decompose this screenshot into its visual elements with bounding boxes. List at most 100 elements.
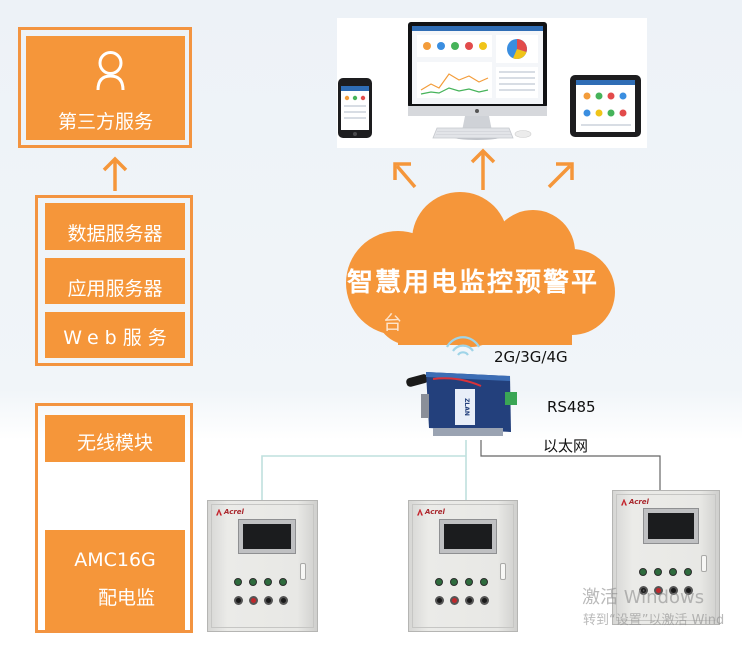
indicator-lights <box>435 578 488 586</box>
keyboard-body <box>432 127 514 139</box>
acrel-logo: Acrel <box>621 497 649 507</box>
user-icon <box>96 51 125 91</box>
phone-home-button <box>353 132 357 136</box>
cabinet-door <box>616 494 716 621</box>
network-type-label: 2G/3G/4G <box>494 348 568 366</box>
control-knobs <box>435 596 489 605</box>
acrel-logo-mark-icon <box>621 498 627 506</box>
acrel-logo: Acrel <box>216 507 244 517</box>
gateway-top-stripe <box>426 372 510 381</box>
dashboard-table-row <box>499 71 535 73</box>
dashboard-pie-slice <box>517 39 527 52</box>
platform-title-wrap: 台 <box>383 312 403 334</box>
phone-screen <box>341 86 369 130</box>
hmi-screen-bezel <box>439 519 497 554</box>
amc16g-box <box>45 530 185 630</box>
control-knobs <box>234 596 288 605</box>
phone-tile <box>352 95 358 101</box>
dashboard-stat <box>479 42 487 50</box>
acrel-logo: Acrel <box>417 507 445 517</box>
control-knob <box>669 586 678 595</box>
control-knobs <box>639 586 693 595</box>
dashboard-table-row <box>499 89 535 91</box>
cloud-body <box>398 258 572 345</box>
tablet-tile <box>619 92 627 100</box>
phone-list-row <box>344 105 366 107</box>
desktop-monitor-icon <box>408 22 547 140</box>
amc16g-name-label: 配电监 <box>98 587 156 609</box>
link-to-cabinet-1 <box>261 455 466 500</box>
hmi-screen-bezel <box>643 508 699 544</box>
dashboard-line-series <box>420 73 489 91</box>
hmi-screen-bezel <box>238 519 296 554</box>
indicator-lights <box>639 568 692 576</box>
ethernet-link-to-cabinet-3 <box>480 440 661 492</box>
tablet-header-bar <box>576 80 635 85</box>
indicator-light <box>654 568 662 576</box>
tablet-tile <box>607 109 615 117</box>
wireless-gateway: ZLAN <box>406 372 517 436</box>
arrow-head <box>470 148 496 164</box>
gateway-antenna <box>406 374 429 387</box>
wifi-signal-icon <box>446 336 480 356</box>
tablet-icon <box>570 75 641 137</box>
acrel-logo-text: Acrel <box>224 508 244 516</box>
ethernet-label: 以太网 <box>543 437 589 455</box>
application-server-box: 应用服务器 <box>45 258 185 304</box>
indicator-light <box>435 578 443 586</box>
arrow-shaft <box>547 164 572 189</box>
arrow-to-smartphone <box>393 162 417 189</box>
hmi-screen <box>648 513 694 539</box>
dashboard-stat <box>451 42 459 50</box>
phone-header-bar <box>341 86 369 91</box>
distribution-cabinet-3: Acrel <box>612 490 720 625</box>
dashboard-pie-slice <box>513 49 527 60</box>
gateway-brand-label: ZLAN <box>463 398 470 416</box>
acrel-logo-text: Acrel <box>629 498 649 506</box>
acrel-logo-mark-icon <box>216 508 222 516</box>
control-knob <box>279 596 288 605</box>
gateway-label-plate <box>455 389 475 425</box>
door-handle <box>701 555 707 572</box>
terminal-devices-drawing <box>338 22 641 140</box>
hmi-screen <box>444 524 492 549</box>
cabinet-door <box>211 504 314 628</box>
tablet-tile <box>595 109 603 117</box>
door-handle <box>500 563 506 580</box>
distribution-cabinet-2: Acrel <box>408 500 518 632</box>
control-knob <box>234 596 243 605</box>
distribution-cabinet-1: Acrel <box>207 500 318 632</box>
phone-list-row <box>344 111 366 113</box>
arrow-to-third-party <box>102 156 128 191</box>
rs485-label: RS485 <box>547 398 596 416</box>
arrow-to-tablet <box>547 162 574 189</box>
phone-tile <box>360 95 366 101</box>
dashboard-header <box>412 26 543 31</box>
door-handle <box>300 563 306 580</box>
user-icon-head <box>98 51 123 75</box>
dashboard-line-series <box>420 87 489 95</box>
third-party-frame <box>18 27 192 148</box>
control-knob <box>639 586 648 595</box>
user-icon-shoulders <box>96 74 125 91</box>
smartphone-icon <box>338 78 372 138</box>
platform-title: 智慧用电监控预警平 <box>347 268 600 298</box>
mouse-icon <box>514 130 532 138</box>
control-knob <box>249 596 258 605</box>
third-party-label: 第三方服务 <box>57 111 153 133</box>
indicator-light <box>279 578 287 586</box>
control-knob <box>264 596 273 605</box>
gateway-swoosh <box>432 377 482 387</box>
windows-activation-title: 激活 Windows <box>582 587 705 608</box>
acrel-logo-text: Acrel <box>425 508 445 516</box>
phone-tile <box>344 95 350 101</box>
control-knob <box>435 596 444 605</box>
data-server-box: 数据服务器 <box>45 203 185 250</box>
indicator-light <box>234 578 242 586</box>
indicator-lights <box>234 578 287 586</box>
monitor-logo <box>475 109 479 113</box>
control-knob <box>654 586 663 595</box>
arrow-head <box>393 162 411 180</box>
